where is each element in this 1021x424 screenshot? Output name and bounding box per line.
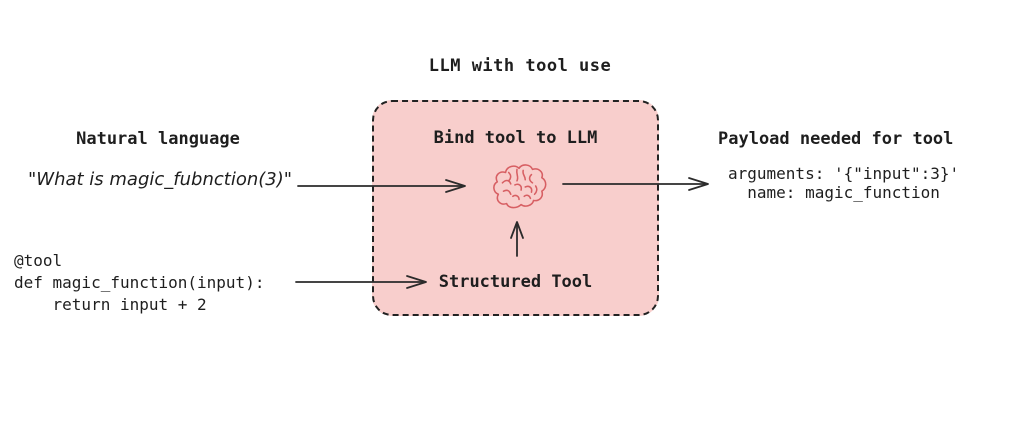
- payload-heading: Payload needed for tool: [718, 129, 954, 149]
- tool-code-snippet: @tool def magic_function(input): return …: [14, 251, 265, 314]
- bind-tool-box: Bind tool to LLM Structured Tool: [372, 100, 659, 316]
- bind-tool-heading: Bind tool to LLM: [433, 128, 598, 148]
- natural-language-heading: Natural language: [76, 129, 240, 149]
- brain-icon: [493, 164, 547, 209]
- diagram-title: LLM with tool use: [428, 56, 612, 76]
- natural-language-quote: "What is magic_fubnction(3)": [28, 169, 293, 190]
- structured-tool-label: Structured Tool: [438, 272, 593, 292]
- payload-text: arguments: '{"input":3}' name: magic_fun…: [728, 164, 960, 202]
